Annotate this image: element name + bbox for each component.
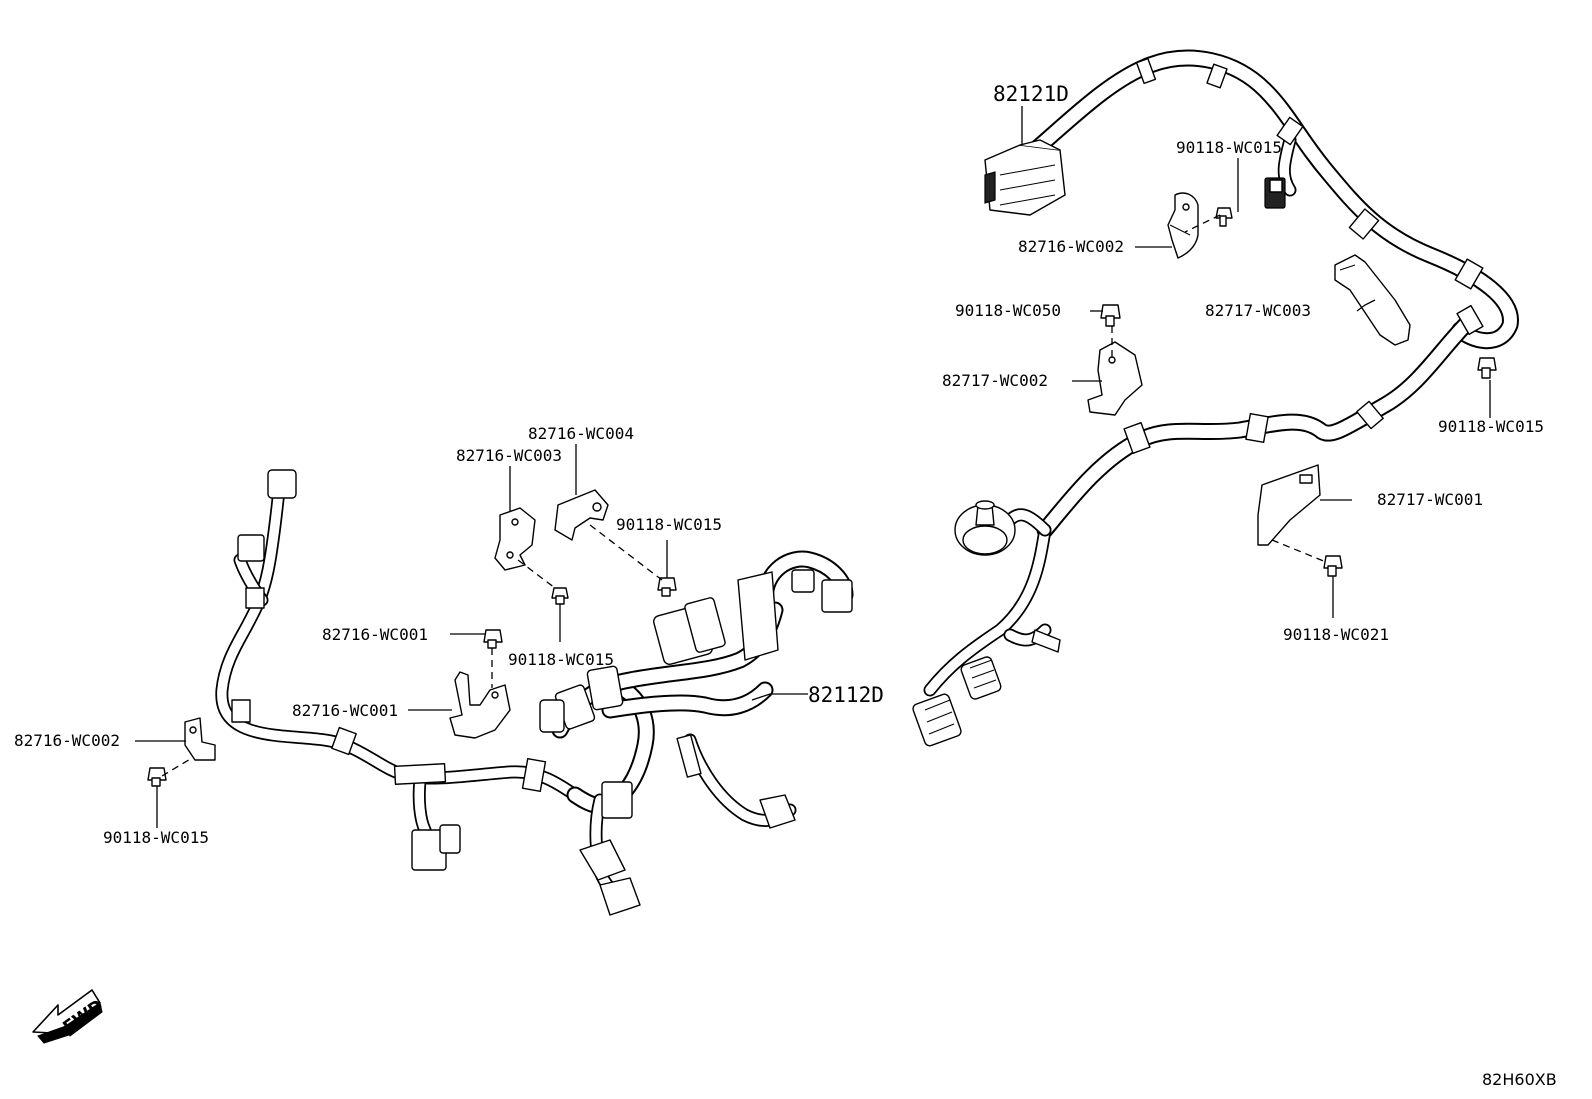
harness-upper-right	[912, 49, 1519, 747]
label-90118-wc015-right: 90118-WC015	[1438, 417, 1544, 436]
label-90118-wc015-left: 90118-WC015	[103, 828, 209, 847]
plate-82717-wc001	[1257, 464, 1321, 546]
label-90118-wc050: 90118-WC050	[955, 301, 1061, 320]
label-82716-wc002-left: 82716-WC002	[14, 731, 120, 750]
label-82717-wc001: 82717-WC001	[1377, 490, 1483, 509]
label-82717-wc002: 82717-WC002	[942, 371, 1048, 390]
label-82716-wc001-bracket: 82716-WC001	[292, 701, 398, 720]
label-82716-wc004: 82716-WC004	[528, 424, 634, 443]
harness-lower-left	[215, 469, 854, 916]
label-82112d: 82112D	[808, 683, 884, 707]
bolt-90118-wc015-right	[1477, 357, 1497, 379]
bracket-82716-wc002-upper	[1167, 192, 1199, 259]
bolt-90118-wc015-mid	[551, 587, 569, 605]
leader-lines	[135, 106, 1491, 828]
part-labels: 82121D 90118-WC015 82716-WC002 90118-WC0…	[14, 82, 1544, 847]
bolt-90118-wc015-center	[657, 577, 677, 597]
label-82717-wc003: 82717-WC003	[1205, 301, 1311, 320]
bracket-82716-wc004	[554, 489, 609, 541]
plate-82717-wc002	[1087, 341, 1143, 416]
bolt-90118-wc021	[1323, 555, 1343, 577]
label-82716-wc001-bolt: 82716-WC001	[322, 625, 428, 644]
bolt-90118-wc015-upper	[1215, 207, 1233, 227]
label-90118-wc015-upper: 90118-WC015	[1176, 138, 1282, 157]
bracket-82716-wc003	[494, 507, 536, 571]
bracket-82716-wc002-left	[184, 717, 216, 761]
label-82716-wc003: 82716-WC003	[456, 446, 562, 465]
bolt-90118-wc015-left	[147, 767, 167, 787]
label-90118-wc021: 90118-WC021	[1283, 625, 1389, 644]
bolt-82716-wc001	[483, 629, 503, 649]
fwd-arrow-icon: FWD	[32, 989, 107, 1044]
label-90118-wc015-mid: 90118-WC015	[508, 650, 614, 669]
diagram-code: 82H60XB	[1482, 1070, 1557, 1089]
plate-82717-wc003	[1334, 254, 1411, 346]
label-82121d: 82121D	[993, 82, 1069, 106]
label-82716-wc002-upper: 82716-WC002	[1018, 237, 1124, 256]
label-90118-wc015-center: 90118-WC015	[616, 515, 722, 534]
bracket-82716-wc001	[449, 671, 511, 739]
bolt-90118-wc050	[1100, 304, 1121, 327]
